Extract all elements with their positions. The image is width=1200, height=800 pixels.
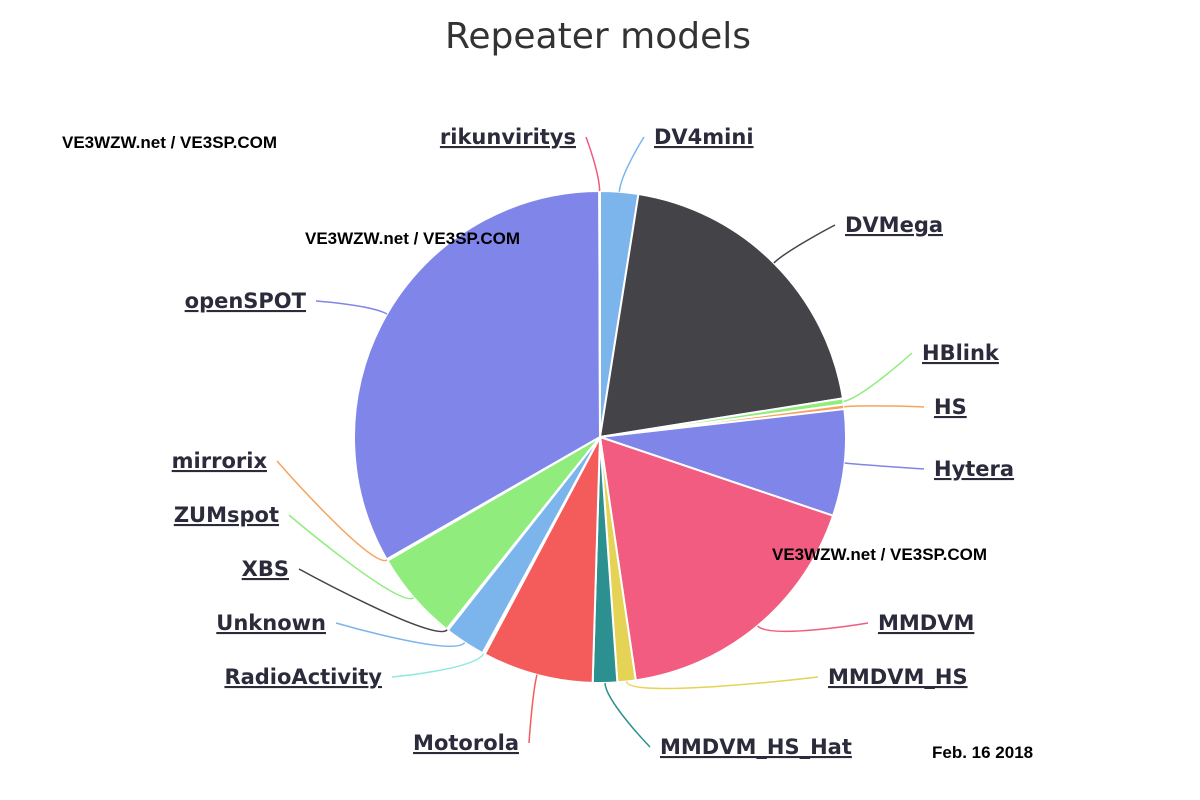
pie-slice-motorola[interactable] [483, 436, 601, 684]
slice-label-motorola: Motorola [413, 731, 519, 755]
connector-line [604, 682, 651, 748]
slice-label-unknown: Unknown [216, 611, 326, 635]
connector-line [844, 405, 925, 408]
slice-label-mirrorix: mirrorix [172, 449, 268, 473]
connector-line [288, 514, 415, 600]
connector-line [335, 622, 466, 647]
slice-label-zumspot: ZUMspot [174, 503, 279, 527]
connector-line [528, 674, 538, 744]
connector-line [391, 653, 485, 678]
slice-label-dv4mini: DV4mini [654, 125, 754, 149]
pie-slices [353, 189, 847, 684]
connector-line [625, 676, 819, 690]
slice-label-mmdvm-hs-hat: MMDVM_HS_Hat [660, 735, 852, 759]
pie-slice-openspot[interactable] [353, 190, 601, 561]
slice-label-rikunviritys: rikunviritys [440, 125, 576, 149]
slice-label-hblink: HBlink [922, 341, 1000, 365]
connector-line [773, 224, 836, 264]
slice-label-openspot: openSPOT [185, 289, 307, 313]
pie-slice-mmdvm[interactable] [599, 436, 835, 682]
slice-label-mmdvm: MMDVM [878, 611, 974, 635]
watermark-text: VE3WZW.net / VE3SP.COM [62, 133, 278, 152]
slice-label-mmdvm-hs: MMDVM_HS [828, 665, 968, 689]
connector-line [844, 462, 925, 470]
slice-label-xbs: XBS [242, 557, 289, 581]
slice-label-hytera: Hytera [934, 457, 1014, 481]
date-stamp: Feb. 16 2018 [932, 743, 1034, 762]
pie-slice-rikunviritys[interactable] [598, 189, 601, 438]
connector-line [757, 622, 869, 633]
label-connectors [276, 136, 925, 748]
slice-label-dvmega: DVMega [845, 213, 943, 237]
watermark-text: VE3WZW.net / VE3SP.COM [772, 545, 988, 564]
watermark-text: VE3WZW.net / VE3SP.COM [305, 229, 521, 248]
connector-line [585, 136, 601, 192]
connector-line [843, 352, 913, 403]
slice-label-radioactivity: RadioActivity [224, 665, 382, 689]
slice-label-hs: HS [934, 395, 967, 419]
connector-line [315, 300, 388, 315]
connector-line [618, 136, 645, 192]
pie-slice-dvmega[interactable] [599, 193, 844, 438]
chart-title: Repeater models [445, 16, 751, 57]
connector-line [276, 460, 388, 561]
connector-line [298, 568, 448, 633]
pie-slice-hytera[interactable] [599, 408, 847, 517]
